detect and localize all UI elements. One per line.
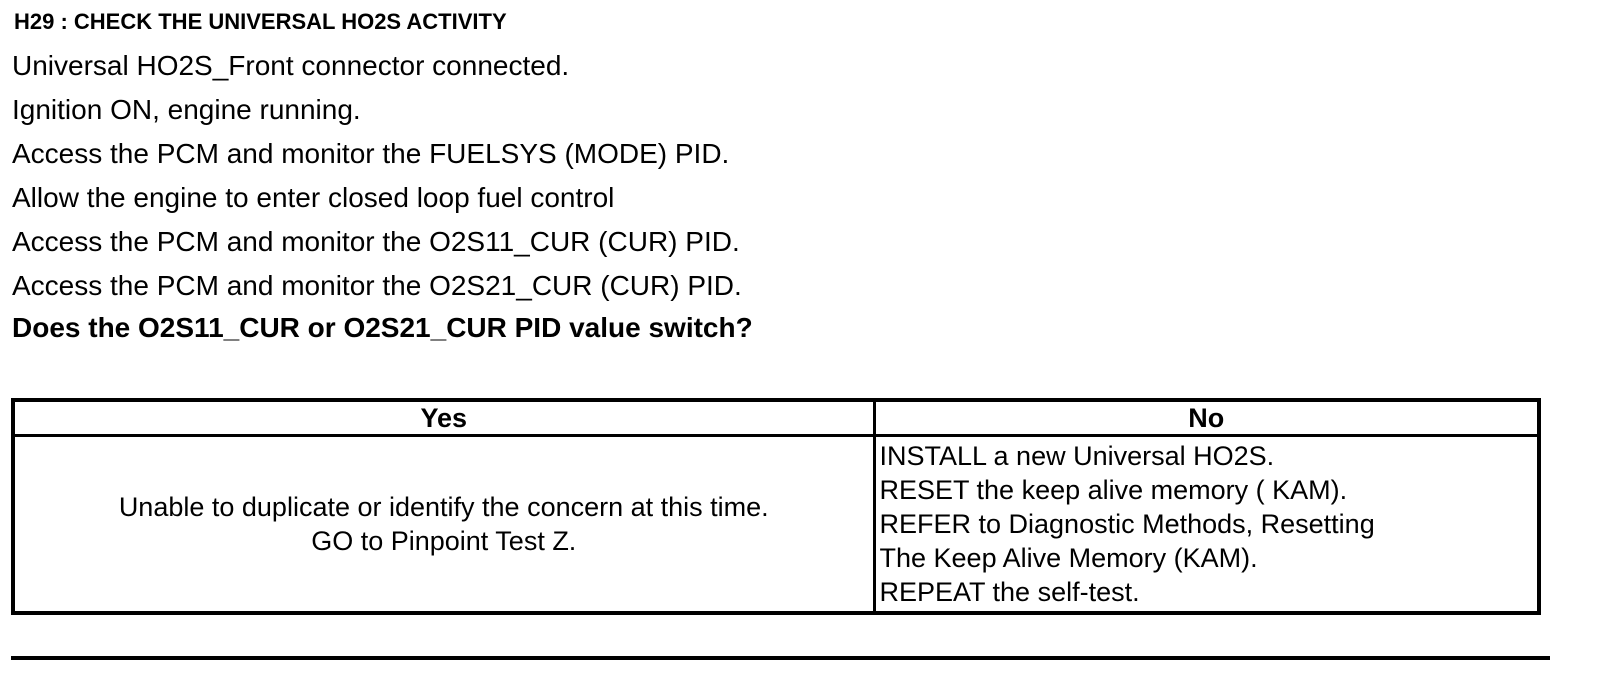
procedure-step: Access the PCM and monitor the FUELSYS (… [12,138,730,169]
step-heading: H29 : CHECK THE UNIVERSAL HO2S ACTIVITY [14,9,507,34]
no-result-line: REPEAT the self-test. [879,577,1140,607]
yes-result-cell: Unable to duplicate or identify the conc… [11,434,876,615]
procedure-step: Ignition ON, engine running. [12,94,361,125]
no-result-line: REFER to Diagnostic Methods, Resetting [879,509,1375,539]
test-question: Does the O2S11_CUR or O2S21_CUR PID valu… [12,312,753,343]
table-row: Unable to duplicate or identify the conc… [11,434,1541,615]
no-result-line: RESET the keep alive memory ( KAM). [879,475,1348,505]
no-result-line: INSTALL a new Universal HO2S. [879,441,1275,471]
yes-result-line: Unable to duplicate or identify the conc… [118,492,769,522]
procedure-step: Universal HO2S_Front connector connected… [12,50,570,81]
table-header-row: Yes No [11,398,1541,437]
procedure-steps: Universal HO2S_Front connector connected… [12,44,742,308]
procedure-step: Access the PCM and monitor the O2S11_CUR… [12,226,740,257]
no-result-cell: INSTALL a new Universal HO2S. RESET the … [872,434,1541,615]
yes-column-header: Yes [11,398,876,437]
section-divider [11,656,1550,660]
result-table: Yes No Unable to duplicate or identify t… [11,398,1541,615]
yes-result-line: GO to Pinpoint Test Z. [311,526,577,556]
no-result-line: The Keep Alive Memory (KAM). [879,543,1258,573]
no-column-header: No [872,398,1541,437]
procedure-step: Access the PCM and monitor the O2S21_CUR… [12,270,742,301]
procedure-step: Allow the engine to enter closed loop fu… [12,182,615,213]
